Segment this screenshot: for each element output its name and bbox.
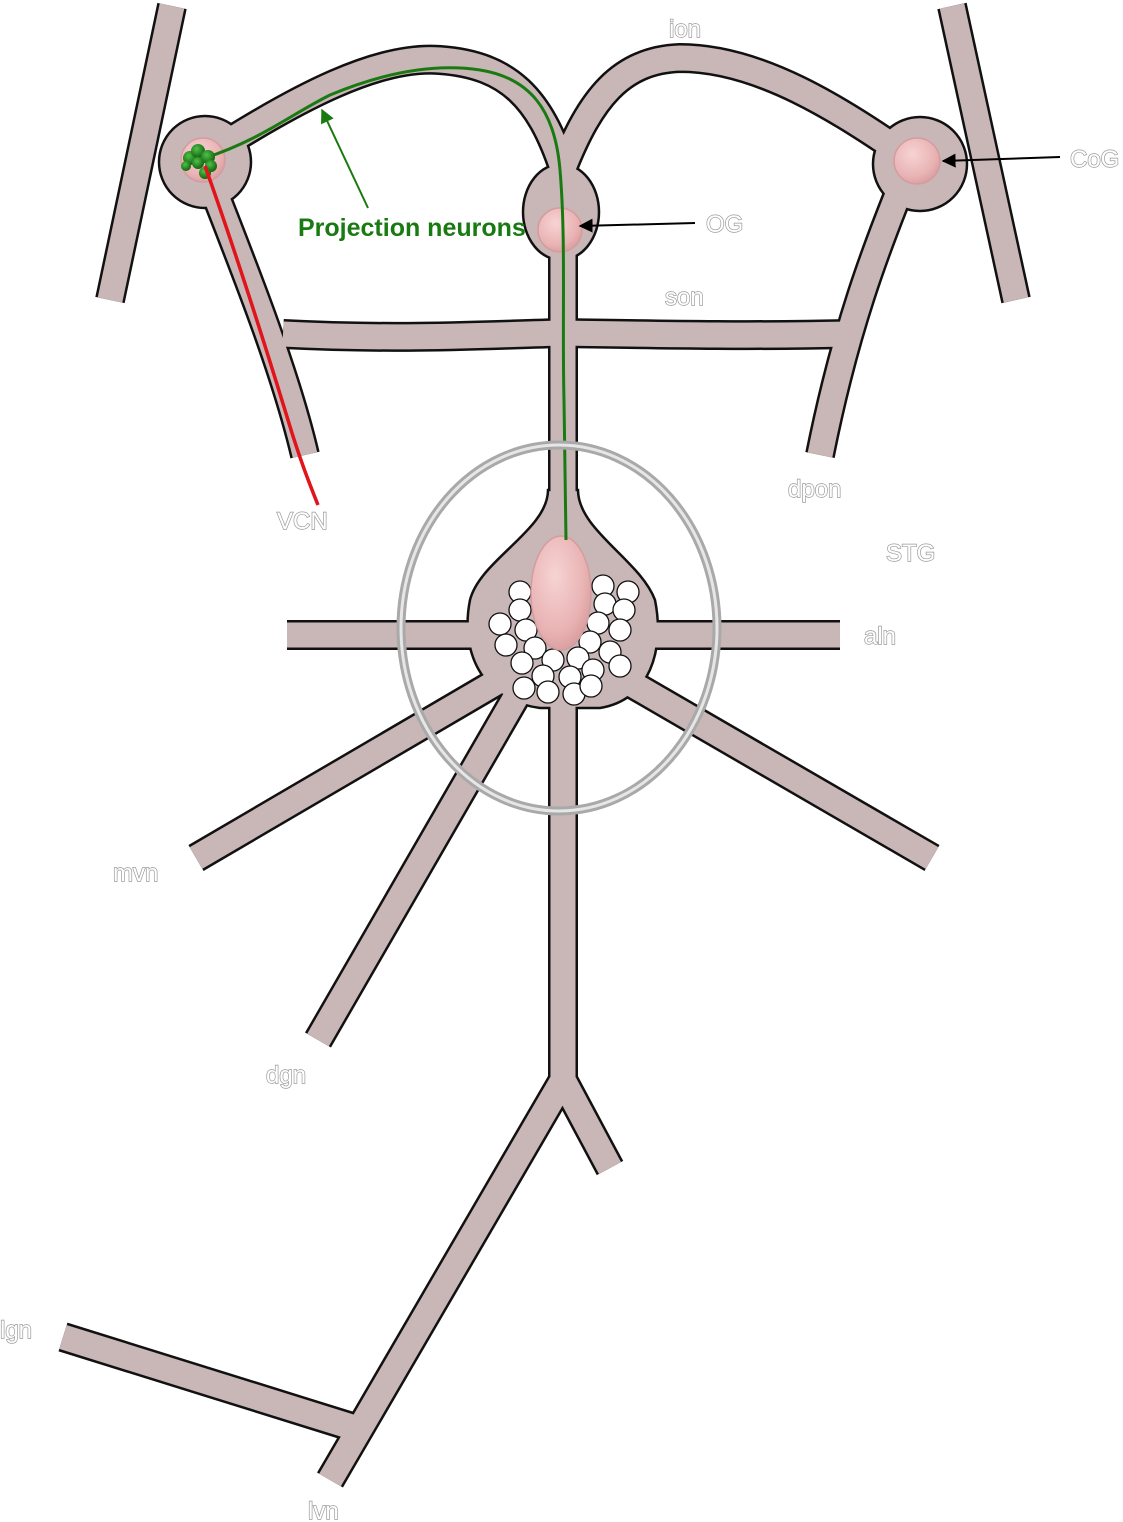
stg-neuron [608, 618, 632, 642]
stg-neuron [578, 630, 602, 654]
og-soma [537, 207, 583, 253]
label-og: OG [706, 211, 743, 238]
label-mvn: mvn [113, 860, 158, 887]
stg-neuron [488, 612, 512, 636]
vcn-axon [203, 165, 320, 506]
stg-neuron [608, 654, 632, 678]
label-lvn: lvn [308, 1498, 339, 1522]
stg-neuron [494, 633, 518, 657]
stg-neuron [579, 674, 603, 698]
labels: ion CoG OG Projection neurons son dpon V… [0, 15, 1120, 1522]
label-stg: STG [886, 540, 935, 567]
soma-cluster-icon [181, 144, 217, 179]
label-vcn: VCN [277, 508, 328, 535]
label-cog: CoG [1070, 146, 1119, 173]
label-son: son [665, 284, 704, 311]
stg-neuron [536, 680, 560, 704]
label-ion: ion [669, 16, 701, 43]
cog-soma [893, 137, 941, 185]
label-dgn: dgn [266, 1062, 306, 1089]
stg-neuron [508, 598, 532, 622]
ganglion-fills [162, 119, 964, 704]
stg-cell-bodies [488, 574, 640, 706]
label-projection-neurons: Projection neurons [298, 214, 526, 242]
label-lgn: lgn [0, 1317, 32, 1344]
pointer-arrows [321, 108, 1061, 233]
stg-neuron [512, 676, 536, 700]
arrow-icon [321, 108, 369, 209]
arrow-icon [578, 218, 696, 233]
nerve-fills [59, 3, 1029, 1487]
label-dpon: dpon [788, 476, 841, 503]
stg-projection-target-soma [530, 535, 592, 651]
projection-neuron-axon [204, 66, 568, 541]
stg-neuron [523, 636, 547, 660]
arrow-icon [941, 153, 1061, 168]
stg-neuron [510, 651, 534, 675]
stg-neuron [612, 598, 636, 622]
label-aln: aln [864, 623, 896, 650]
